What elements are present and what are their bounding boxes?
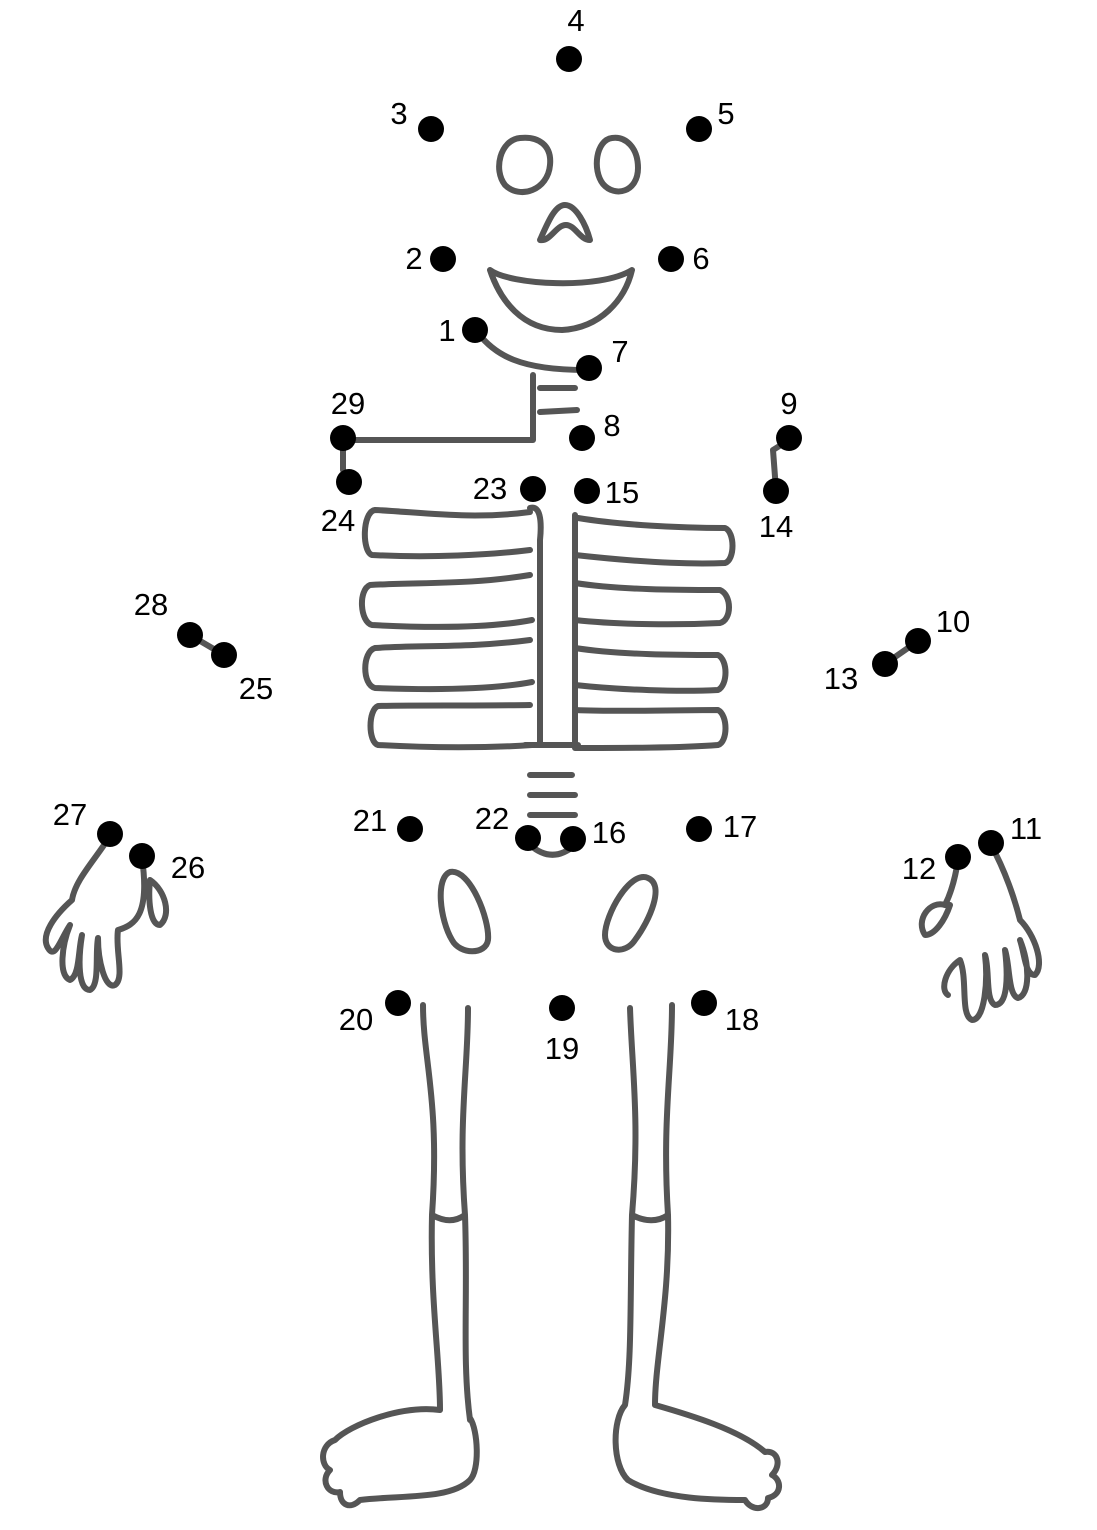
dot-20 <box>385 990 411 1016</box>
dot-10 <box>905 628 931 654</box>
spine <box>522 504 581 858</box>
dot-26 <box>129 843 155 869</box>
dot-15 <box>574 478 600 504</box>
left-rib-3 <box>362 637 535 693</box>
jaw-line <box>475 330 588 373</box>
dot-label-3: 3 <box>390 96 407 131</box>
dot-label-10: 10 <box>936 604 970 639</box>
right-leg <box>612 1002 782 1511</box>
dot-label-21: 21 <box>353 803 387 838</box>
dot-label-18: 18 <box>725 1002 759 1037</box>
dot-label-29: 29 <box>331 386 365 421</box>
dot-13 <box>872 651 898 677</box>
dot-3 <box>418 116 444 142</box>
dot-8 <box>569 425 595 451</box>
dot-label-13: 13 <box>824 661 858 696</box>
dot-label-20: 20 <box>339 1002 373 1037</box>
dot-19 <box>549 995 575 1021</box>
right-rib-2 <box>572 580 732 628</box>
dot-5 <box>686 116 712 142</box>
nose <box>537 202 593 244</box>
dot-1 <box>462 317 488 343</box>
dot-label-26: 26 <box>171 850 205 885</box>
left-hip <box>437 868 492 955</box>
dot-label-4: 4 <box>567 3 584 38</box>
dot-22 <box>515 825 541 851</box>
left-hand <box>42 833 170 993</box>
dot-label-22: 22 <box>475 801 509 836</box>
left-rib-1 <box>361 507 533 560</box>
dot-6 <box>658 246 684 272</box>
dot-label-25: 25 <box>239 671 273 706</box>
dot-label-17: 17 <box>723 809 757 844</box>
dot-14 <box>763 478 789 504</box>
dot-2 <box>430 246 456 272</box>
dot-label-9: 9 <box>780 386 797 421</box>
right-hip <box>602 874 659 953</box>
right-rib-1 <box>572 515 736 567</box>
dot-27 <box>97 821 123 847</box>
left-rib-4 <box>367 702 535 751</box>
dot-label-12: 12 <box>902 851 936 886</box>
dot-label-28: 28 <box>134 587 168 622</box>
left-eye <box>496 134 554 196</box>
dot-29 <box>330 425 356 451</box>
dot-12 <box>945 844 971 870</box>
skeleton-outline <box>42 134 1042 1511</box>
dot-18 <box>691 990 717 1016</box>
dot-16 <box>560 826 586 852</box>
dot-label-6: 6 <box>692 241 709 276</box>
dot-24 <box>336 469 362 495</box>
dot-label-24: 24 <box>321 503 355 538</box>
mouth <box>487 267 635 333</box>
dot-label-23: 23 <box>473 471 507 506</box>
dot-label-15: 15 <box>605 475 639 510</box>
dot-label-8: 8 <box>603 408 620 443</box>
dot-23 <box>520 476 546 502</box>
dot-label-14: 14 <box>759 509 793 544</box>
left-leg <box>320 1002 480 1509</box>
neck <box>340 372 580 485</box>
dot-7 <box>576 355 602 381</box>
dot-label-5: 5 <box>717 96 734 131</box>
dot-label-11: 11 <box>1010 811 1042 846</box>
right-hand <box>918 842 1042 1023</box>
dot-4 <box>556 46 582 72</box>
dot-25 <box>211 642 237 668</box>
dot-label-16: 16 <box>592 815 626 850</box>
dot-label-27: 27 <box>53 797 87 832</box>
dot-11 <box>978 830 1004 856</box>
dot-label-19: 19 <box>545 1031 579 1066</box>
right-rib-3 <box>572 645 729 694</box>
dot-21 <box>397 816 423 842</box>
left-rib-2 <box>359 572 535 630</box>
dot-label-1: 1 <box>438 313 455 348</box>
dot-17 <box>686 816 712 842</box>
right-rib-4 <box>572 707 729 751</box>
dot-9 <box>776 425 802 451</box>
dot-label-2: 2 <box>405 241 422 276</box>
dot-28 <box>177 622 203 648</box>
dot-label-7: 7 <box>611 334 628 369</box>
right-eye <box>593 134 641 195</box>
